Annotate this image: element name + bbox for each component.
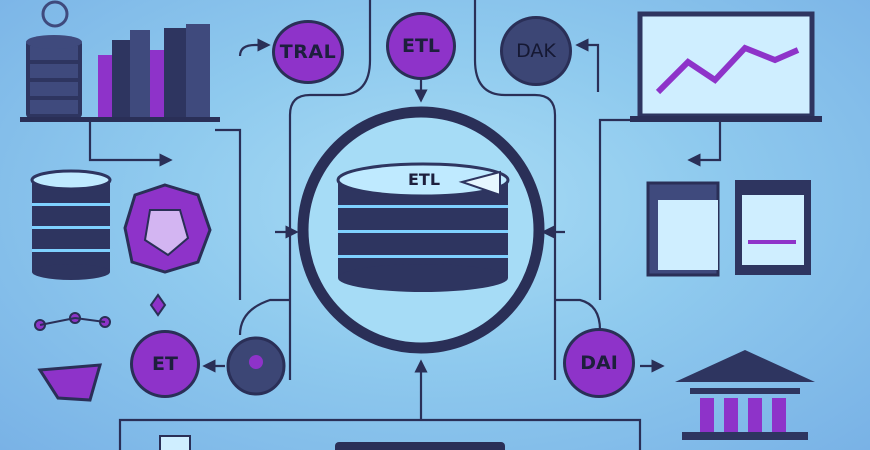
node-et-label: ET bbox=[152, 353, 178, 375]
node-dai: DAI bbox=[563, 328, 635, 398]
node-tral-label: TRAL bbox=[279, 41, 337, 63]
central-hub bbox=[297, 106, 545, 354]
fingerprint-icon bbox=[41, 0, 69, 28]
bank-icon bbox=[675, 350, 815, 440]
server-stack-icon bbox=[26, 35, 82, 118]
node-etl-top: ETL bbox=[386, 12, 456, 80]
node-tral: TRAL bbox=[272, 20, 344, 84]
network-icon bbox=[34, 312, 111, 331]
node-etl-top-label: ETL bbox=[401, 35, 441, 57]
data-cube-icon bbox=[123, 183, 212, 274]
hub-label: ETL bbox=[407, 170, 441, 189]
diamond-icon bbox=[149, 293, 167, 317]
document-small-icon bbox=[159, 435, 191, 450]
node-dak-label: DAK bbox=[516, 40, 556, 62]
left-database-icon bbox=[30, 169, 112, 280]
bottom-bar bbox=[335, 442, 505, 450]
node-et: ET bbox=[130, 330, 200, 398]
envelope-icon bbox=[37, 363, 103, 402]
hub-database-icon bbox=[336, 162, 510, 292]
connector-lines bbox=[88, 0, 722, 450]
bookshelf-icon bbox=[20, 24, 220, 122]
node-dak: DAK bbox=[500, 16, 572, 86]
chart-monitor-icon bbox=[630, 11, 822, 122]
node-dai-label: DAI bbox=[580, 352, 618, 374]
documents-icon bbox=[646, 180, 811, 277]
